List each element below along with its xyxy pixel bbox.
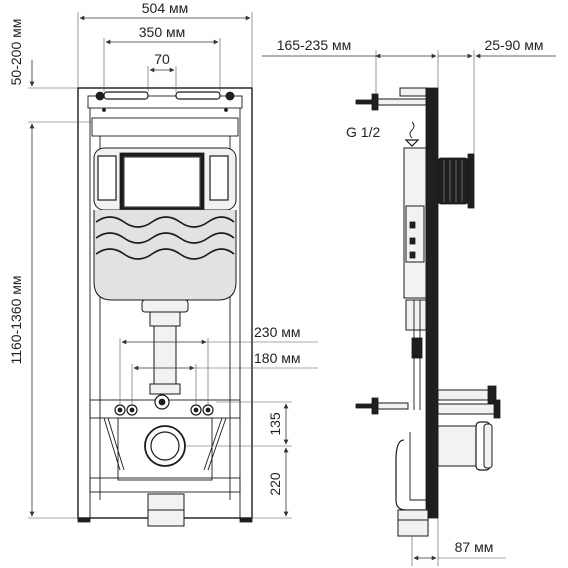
cistern xyxy=(93,147,237,313)
flush-pipe xyxy=(149,311,181,395)
dim-outlet-depth-label: 87 мм xyxy=(455,539,494,555)
flush-plate-side xyxy=(437,153,475,209)
lower-bracket xyxy=(77,394,253,527)
dim-bolt-wide: 230 мм xyxy=(119,324,318,404)
lower-wall-anchor xyxy=(355,397,409,415)
dim-center-gap: 70 xyxy=(147,51,177,92)
dim-outlet-depth: 87 мм xyxy=(411,518,506,566)
dim-bolt-narrow: 180 мм xyxy=(131,350,318,404)
drain-pipe-side xyxy=(395,421,493,537)
dim-bolt-wide-label: 230 мм xyxy=(254,324,301,340)
dim-panel-depth: 25-90 мм xyxy=(438,37,556,154)
dim-outlet-offset: 135 xyxy=(186,401,292,447)
dim-center-gap-label: 70 xyxy=(154,51,170,67)
dim-total-width: 504 мм xyxy=(77,0,253,88)
top-wall-anchor xyxy=(355,93,427,111)
dim-rail-width: 350 мм xyxy=(103,24,221,92)
dim-outlet-offset-label: 135 xyxy=(267,412,283,436)
water-inlet: G 1/2 xyxy=(346,121,420,147)
front-view: 504 мм 350 мм 70 50-200 мм 1160-136 xyxy=(8,0,318,527)
water-inlet-label: G 1/2 xyxy=(346,124,380,140)
dim-wall-offset-label: 165-235 мм xyxy=(277,37,352,53)
dim-outlet-height: 220 xyxy=(252,447,292,519)
dim-outlet-height-label: 220 xyxy=(267,472,283,496)
bolt-studs xyxy=(437,385,501,419)
dim-total-width-label: 504 мм xyxy=(142,0,189,16)
side-frame xyxy=(399,87,439,519)
dim-rail-width-label: 350 мм xyxy=(139,24,186,40)
dim-adjust-top: 50-200 мм xyxy=(8,19,92,123)
dim-panel-depth-label: 25-90 мм xyxy=(485,37,544,53)
dim-wall-offset: 165-235 мм xyxy=(262,37,439,94)
side-view: G 1/2 xyxy=(262,37,556,566)
dim-height-range: 1160-1360 мм xyxy=(8,123,78,519)
dim-adjust-top-label: 50-200 мм xyxy=(8,19,24,86)
dim-height-range-label: 1160-1360 мм xyxy=(8,275,24,364)
dim-bolt-narrow-label: 180 мм xyxy=(254,350,301,366)
